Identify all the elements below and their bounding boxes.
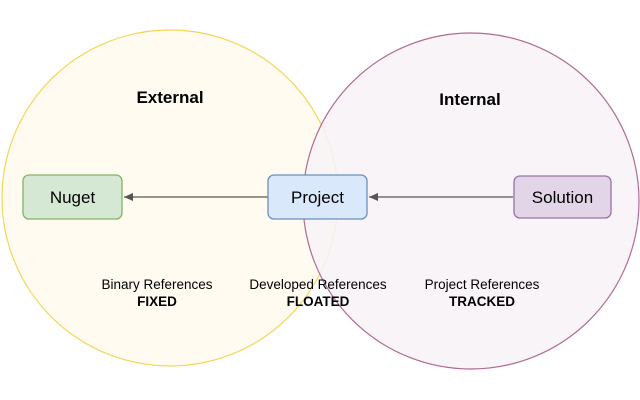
solution-node[interactable]: Solution	[513, 175, 612, 219]
binary-references-label: Binary References	[101, 277, 212, 292]
nuget-node-box	[22, 174, 123, 220]
nuget-node[interactable]: Nuget	[22, 174, 123, 220]
solution-node-box	[513, 175, 612, 219]
internal-region-title: Internal	[439, 90, 500, 109]
project-node-box	[267, 174, 368, 220]
solution-node-label: Solution	[532, 188, 593, 207]
project-node[interactable]: Project	[267, 174, 368, 220]
project-node-label: Project	[291, 188, 344, 207]
developed-references-status: FLOATED	[287, 294, 350, 309]
nuget-node-label: Nuget	[50, 188, 96, 207]
project-references-label: Project References	[425, 277, 540, 292]
binary-references-status: FIXED	[137, 294, 177, 309]
developed-references-label: Developed References	[249, 277, 387, 292]
external-region-title: External	[136, 88, 203, 107]
project-references-status: TRACKED	[449, 294, 515, 309]
